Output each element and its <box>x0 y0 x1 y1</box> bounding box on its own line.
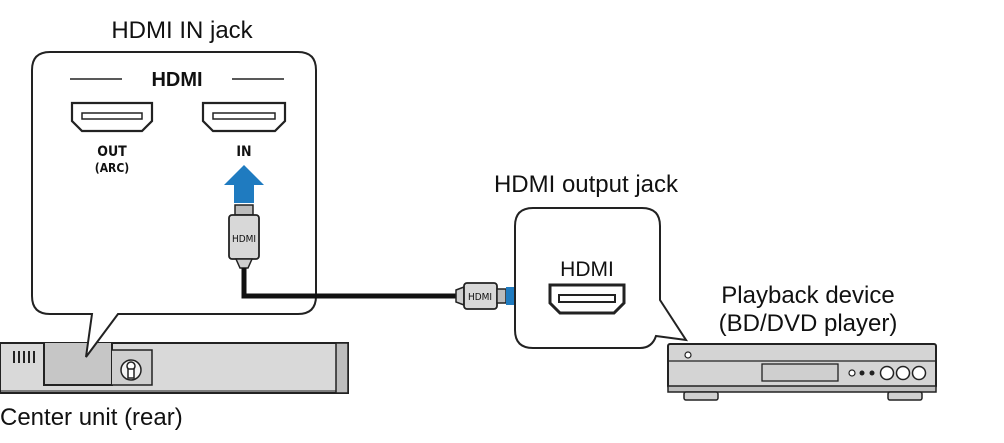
hdmi-plug-vertical: HDMI <box>228 204 260 269</box>
playback-device-sublabel: (BD/DVD player) <box>719 310 898 337</box>
hdmi-in-jack-label: HDMI IN jack <box>111 17 253 44</box>
plug-label-horizontal: HDMI <box>468 292 492 303</box>
hdmi-output-jack-label: HDMI output jack <box>494 171 679 198</box>
player-display <box>761 363 839 382</box>
player-hdmi-label: HDMI <box>560 258 614 281</box>
in-port-label: IN <box>236 144 251 160</box>
hdmi-cable <box>241 268 456 299</box>
bd-dvd-player <box>667 343 937 401</box>
hdmi-logo-row: HDMI <box>70 69 284 91</box>
rear-panel-callout <box>31 51 317 358</box>
hdmi-logo-text: HDMI <box>151 69 202 91</box>
hdmi-in-port: IN <box>201 101 287 160</box>
arrow-up-icon <box>224 165 264 203</box>
hdmi-plug-horizontal: HDMI <box>455 282 507 310</box>
vent-slots <box>13 351 35 363</box>
center-unit-body <box>0 342 349 394</box>
player-panel-callout: HDMI <box>514 207 689 349</box>
control-knob-icon <box>911 365 927 381</box>
hdmi-out-arc-port: OUT (ARC) <box>70 101 154 175</box>
center-unit-label: Center unit (rear) <box>0 404 183 431</box>
plug-label-vertical: HDMI <box>232 234 256 245</box>
control-knob-icon <box>879 365 895 381</box>
player-hdmi-port <box>548 283 626 315</box>
out-port-label: OUT <box>97 144 127 160</box>
keyhole-mount <box>120 359 142 381</box>
power-button-icon <box>684 351 692 359</box>
arc-port-label: (ARC) <box>95 161 130 175</box>
playback-device-label: Playback device <box>721 282 894 309</box>
control-knob-icon <box>895 365 911 381</box>
